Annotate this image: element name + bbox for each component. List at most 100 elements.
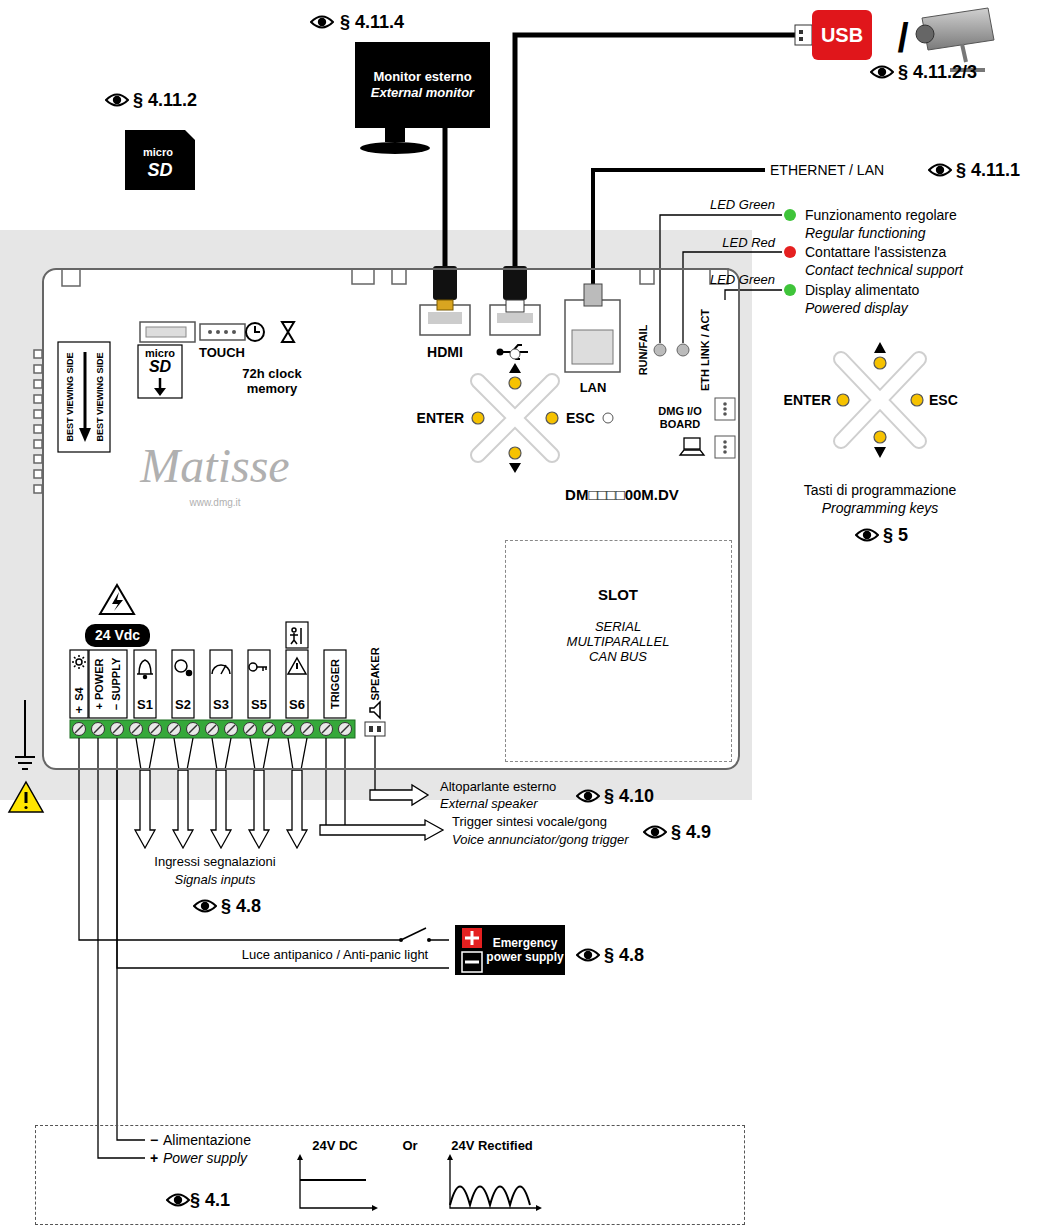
label-text: ESC <box>566 410 595 426</box>
screw-slot <box>265 725 273 733</box>
terminal-screw <box>225 723 238 736</box>
label-text: § 4.11.4 <box>340 12 404 33</box>
label-text: LED Green <box>710 198 775 213</box>
terminal-screw <box>320 723 333 736</box>
label-text: Contact technical support <box>805 262 963 278</box>
terminal-screw <box>111 723 124 736</box>
label-text: SD <box>149 358 171 376</box>
label-text: − SUPPLY <box>110 658 123 710</box>
node-text: 24V Rectified <box>451 1139 533 1154</box>
screw-slot <box>284 725 292 733</box>
screw-slot <box>341 725 349 733</box>
screw-slot <box>132 725 140 733</box>
negative-wire <box>116 770 117 1125</box>
node-text: − <box>150 1132 158 1148</box>
label-text: Altoparlante esterno <box>440 780 556 795</box>
hdmi-cable <box>443 128 448 268</box>
screw-slot <box>94 725 102 733</box>
label-text: 72h clock memory <box>235 367 310 397</box>
node-text: 24V DC <box>312 1139 358 1154</box>
label-text: www.dmg.it <box>189 497 240 509</box>
label-text: ENTER <box>784 392 831 408</box>
label-text: S1 <box>137 698 153 713</box>
label-text: LED Green <box>710 273 775 288</box>
terminal-screw <box>282 723 295 736</box>
screw-slot <box>189 725 197 733</box>
label-text: S4 <box>73 687 86 700</box>
usb-cable <box>515 35 812 268</box>
label-text: § 4.11.2 <box>133 90 197 111</box>
label-text: Contattare l'assistenza <box>805 244 946 260</box>
terminal-screw <box>149 723 162 736</box>
label-text: Display alimentato <box>805 282 919 298</box>
node-text: Alimentazione <box>163 1132 251 1148</box>
label-text: RUN/FAIL <box>637 325 650 376</box>
label-text: S5 <box>251 698 267 713</box>
label-text: Signals inputs <box>175 873 256 888</box>
slot-area: SLOT SERIAL MULTIPARALLEL CAN BUS <box>505 540 732 762</box>
label-text: DMG I/O BOARD <box>653 405 708 430</box>
terminal-screw <box>339 723 352 736</box>
screw-slot <box>303 725 311 733</box>
screw-slot <box>75 725 83 733</box>
label-text: § 4.11.1 <box>956 160 1020 181</box>
label-text: Matisse <box>140 438 289 493</box>
label-text: S2 <box>175 698 191 713</box>
label-text: LAN <box>580 381 607 396</box>
negative-wire <box>117 770 449 968</box>
label-text: SD <box>147 160 172 181</box>
screw-slot <box>227 725 235 733</box>
node-text: External monitor <box>371 85 474 101</box>
label-text: Trigger sintesi vocale/gong <box>452 815 607 830</box>
emergency-supply: Emergency power supply <box>449 925 571 975</box>
label-text: § 4.11.2/3 <box>898 62 977 83</box>
usb-stick: USB <box>812 10 872 60</box>
label-text: / <box>897 15 908 61</box>
label-text: Tasti di programmazione <box>804 482 957 498</box>
node-text: § 4.1 <box>190 1190 230 1211</box>
label-text: Ingressi segnalazioni <box>154 855 275 870</box>
label-text: HDMI <box>427 344 463 360</box>
monitor-box: Monitor esternoExternal monitor <box>355 42 490 128</box>
label-text: Regular functioning <box>805 225 926 241</box>
terminal-screw <box>187 723 200 736</box>
voltage-badge: 24 Vdc <box>85 624 150 647</box>
node-text: + <box>150 1150 158 1166</box>
label-text: TRIGGER <box>329 659 342 709</box>
terminal-screw <box>92 723 105 736</box>
node-text: Power supply <box>163 1150 247 1166</box>
terminal-screw <box>168 723 181 736</box>
label-text: External speaker <box>440 797 538 812</box>
screw-slot <box>208 725 216 733</box>
label-text: BEST VIEWING SIDE <box>65 352 75 441</box>
label-text: BEST VIEWING SIDE <box>95 352 105 441</box>
label-text: Programming keys <box>822 500 939 516</box>
screw-slot <box>151 725 159 733</box>
screw-slot <box>113 725 121 733</box>
terminal-screw <box>206 723 219 736</box>
antipanic-wire <box>79 770 449 940</box>
terminal-screw <box>301 723 314 736</box>
label-text: ETHERNET / LAN <box>770 162 884 178</box>
node-text: SLOT <box>598 586 638 603</box>
label-text: § 4.8 <box>604 945 644 966</box>
terminal-screw <box>244 723 257 736</box>
terminal-screw <box>130 723 143 736</box>
label-text: ETH LINK / ACT <box>699 309 712 391</box>
label-text: micro <box>145 347 175 360</box>
label-text: § 4.9 <box>671 822 711 843</box>
label-text: Powered display <box>805 300 908 316</box>
node-text: SERIAL MULTIPARALLEL CAN BUS <box>559 620 677 665</box>
terminal-screw <box>73 723 86 736</box>
node-text: Monitor esterno <box>373 69 471 85</box>
screw-slot <box>246 725 254 733</box>
label-text: § 4.8 <box>221 896 261 917</box>
label-text: micro <box>143 146 173 159</box>
terminal-screw <box>263 723 276 736</box>
label-text: ENTER <box>417 410 464 426</box>
power-supply-box: −Alimentazione+Power supply§ 4.124V DCOr… <box>35 1125 745 1225</box>
label-text: S6 <box>289 698 305 713</box>
